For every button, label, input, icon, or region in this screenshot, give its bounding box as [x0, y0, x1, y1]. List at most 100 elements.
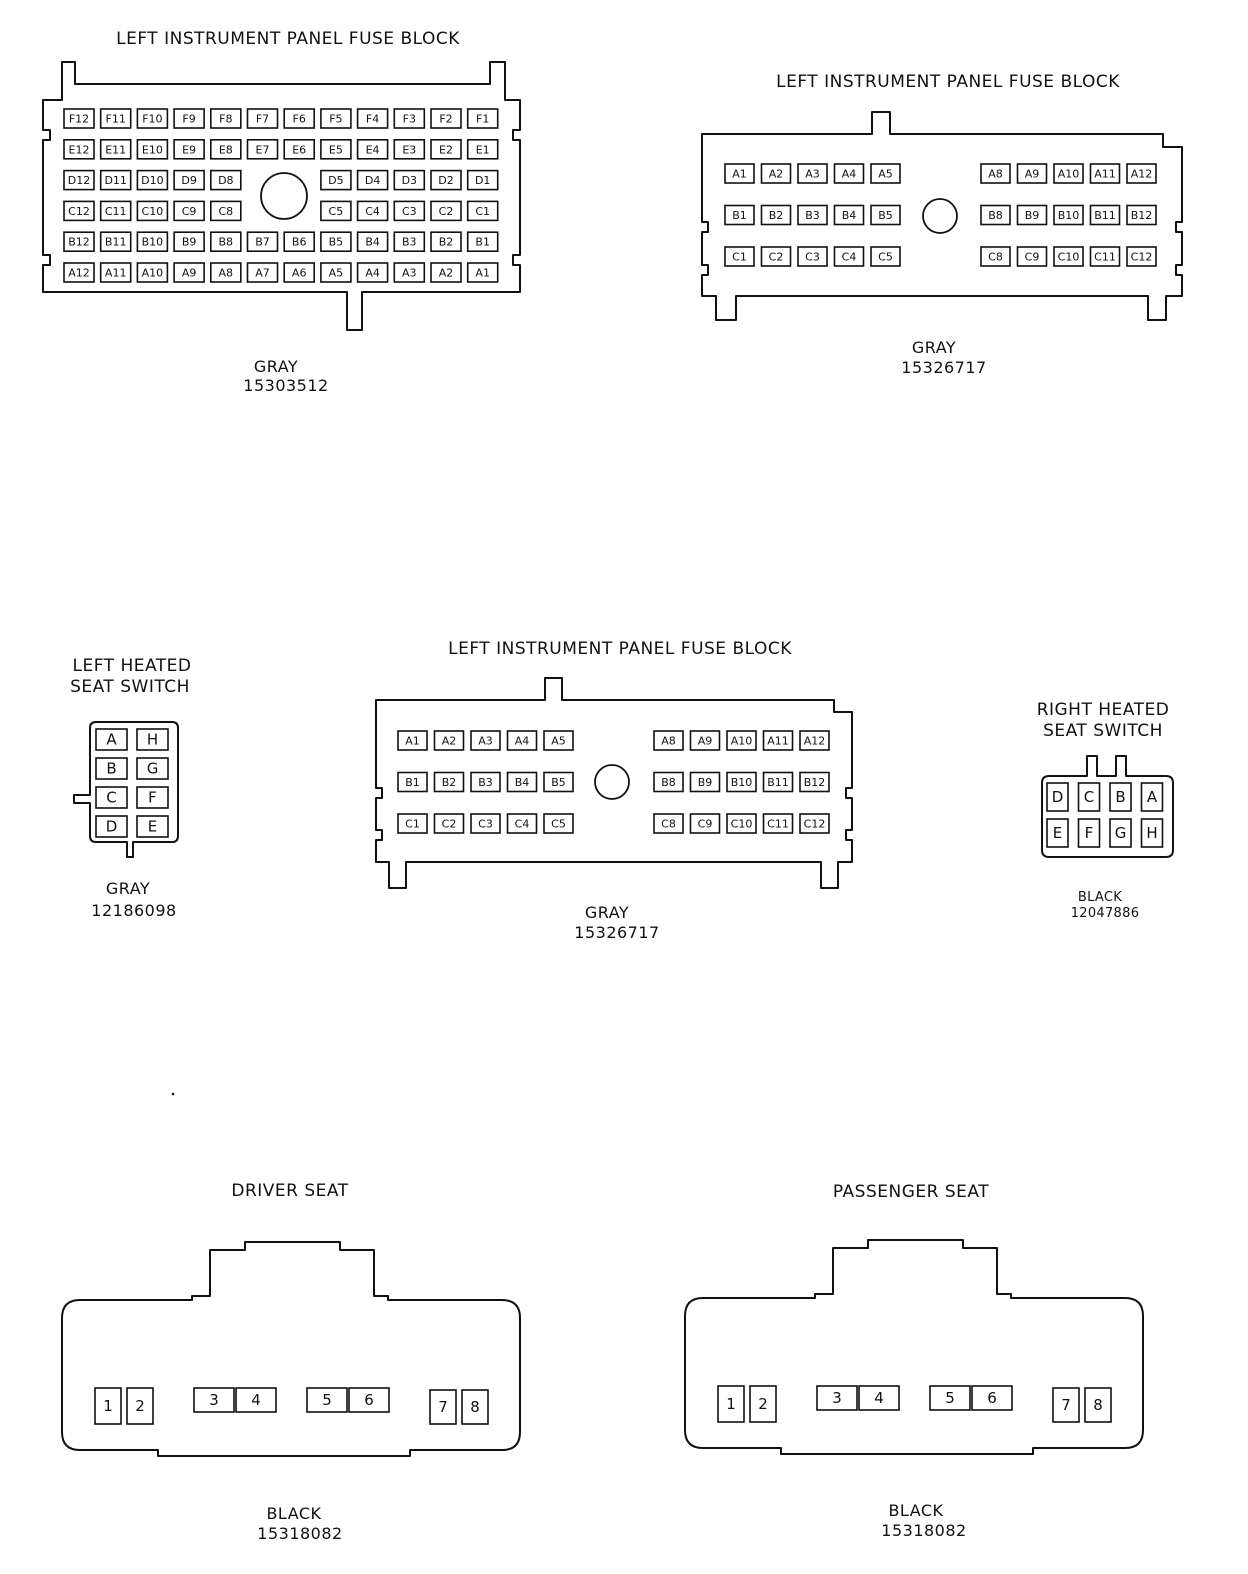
- pin-box: [356, 108, 389, 129]
- pin-box: [799, 813, 830, 834]
- pin-7: 7: [1052, 1387, 1080, 1423]
- pin-label: F9: [182, 113, 195, 126]
- pin-d10: D10: [136, 169, 169, 191]
- pin-label: F2: [439, 113, 452, 126]
- pin-box: [136, 757, 169, 780]
- pin-box: [173, 108, 205, 129]
- pin-a10: A10: [726, 730, 757, 751]
- pin-box: [433, 771, 465, 793]
- pin-label: E5: [329, 143, 343, 156]
- pin-label: B6: [292, 236, 307, 249]
- pin-box: [356, 200, 389, 222]
- pin-e4: E4: [356, 139, 389, 160]
- pin-label: D1: [475, 174, 490, 187]
- pin-a12: A12: [63, 262, 95, 283]
- pin-box: [470, 771, 501, 793]
- pin-c: C: [95, 786, 128, 809]
- pin-box: [797, 246, 828, 267]
- key-hole: [260, 172, 308, 220]
- pin-label: A5: [329, 267, 344, 280]
- pin-c10: C10: [1053, 246, 1084, 267]
- pin-a5: A5: [543, 730, 574, 751]
- pin-e11: E11: [99, 139, 132, 160]
- pin-box: [94, 1387, 122, 1425]
- stray-dot: [171, 1092, 175, 1096]
- pin-box: [470, 730, 501, 751]
- pin-c4: C4: [356, 200, 389, 222]
- pin-f7: F7: [246, 108, 279, 129]
- pin-label: C5: [551, 818, 566, 831]
- pin-b10: B10: [726, 771, 757, 793]
- pin-label: 3: [832, 1389, 842, 1407]
- pin-label: D9: [181, 174, 196, 187]
- pin-box: [466, 169, 499, 191]
- key-hole: [594, 764, 630, 800]
- pin-c11: C11: [762, 813, 794, 834]
- pin-label: A4: [365, 267, 380, 280]
- pin-label: B5: [551, 776, 566, 789]
- pin-label: A12: [1131, 168, 1153, 181]
- pin-label: A3: [478, 735, 493, 748]
- pin-box: [348, 1387, 390, 1413]
- pin-box: [797, 163, 828, 184]
- pin-b9: B9: [173, 231, 205, 252]
- pin-c11: C11: [99, 200, 132, 222]
- pin-label: 7: [438, 1398, 448, 1416]
- pin-a10: A10: [136, 262, 169, 283]
- pin-a7: A7: [246, 262, 279, 283]
- pin-box: [210, 139, 242, 160]
- pin-box: [1016, 246, 1048, 267]
- pin-label: B9: [182, 236, 197, 249]
- pin-b12: B12: [63, 231, 95, 252]
- connector-title: DRIVER SEAT: [231, 1181, 348, 1201]
- pin-f10: F10: [136, 108, 169, 129]
- pin-label: B7: [255, 236, 270, 249]
- pin-b10: B10: [136, 231, 169, 252]
- pin-label: A10: [1058, 168, 1080, 181]
- pin-label: 2: [135, 1397, 145, 1415]
- pin-b5: B5: [320, 231, 352, 252]
- connector-title: LEFT INSTRUMENT PANEL FUSE BLOCK: [448, 639, 792, 659]
- pin-box: [870, 204, 901, 226]
- pin-box: [393, 262, 426, 283]
- pin-label: B: [106, 760, 116, 778]
- pin-b4: B4: [356, 231, 389, 252]
- pin-label: G: [147, 760, 159, 778]
- pin-box: [980, 246, 1011, 267]
- pin-box: [506, 730, 538, 751]
- pin-box: [320, 262, 352, 283]
- pin-label: A9: [182, 267, 197, 280]
- pin-box: [726, 730, 757, 751]
- pin-box: [929, 1385, 971, 1411]
- pin-a12: A12: [1126, 163, 1157, 184]
- pin-box: [283, 139, 316, 160]
- pin-label: A11: [767, 735, 789, 748]
- pin-box: [653, 771, 684, 793]
- pin-label: B3: [402, 236, 417, 249]
- pin-label: C11: [1094, 251, 1116, 264]
- pin-label: B10: [142, 236, 164, 249]
- pin-1: 1: [717, 1385, 745, 1423]
- pin-box: [461, 1389, 489, 1425]
- pin-label: B11: [1094, 209, 1116, 222]
- pin-e12: E12: [63, 139, 95, 160]
- pin-a4: A4: [833, 163, 865, 184]
- pin-box: [1109, 818, 1132, 848]
- connector-title-line-2: SEAT SWITCH: [70, 677, 190, 697]
- pin-label: B2: [439, 236, 454, 249]
- pin-box: [320, 231, 352, 252]
- pin-label: 5: [945, 1389, 955, 1407]
- pin-box: [1052, 1387, 1080, 1423]
- pin-box: [63, 231, 95, 252]
- pin-box: [99, 139, 132, 160]
- pin-label: B12: [804, 776, 826, 789]
- pin-box: [136, 200, 169, 222]
- pin-label: E1: [476, 143, 490, 156]
- connector-outline: [375, 677, 853, 889]
- pin-d4: D4: [356, 169, 389, 191]
- pin-label: 4: [251, 1391, 261, 1409]
- pin-box: [466, 200, 499, 222]
- pin-b5: B5: [870, 204, 901, 226]
- pin-label: 3: [209, 1391, 219, 1409]
